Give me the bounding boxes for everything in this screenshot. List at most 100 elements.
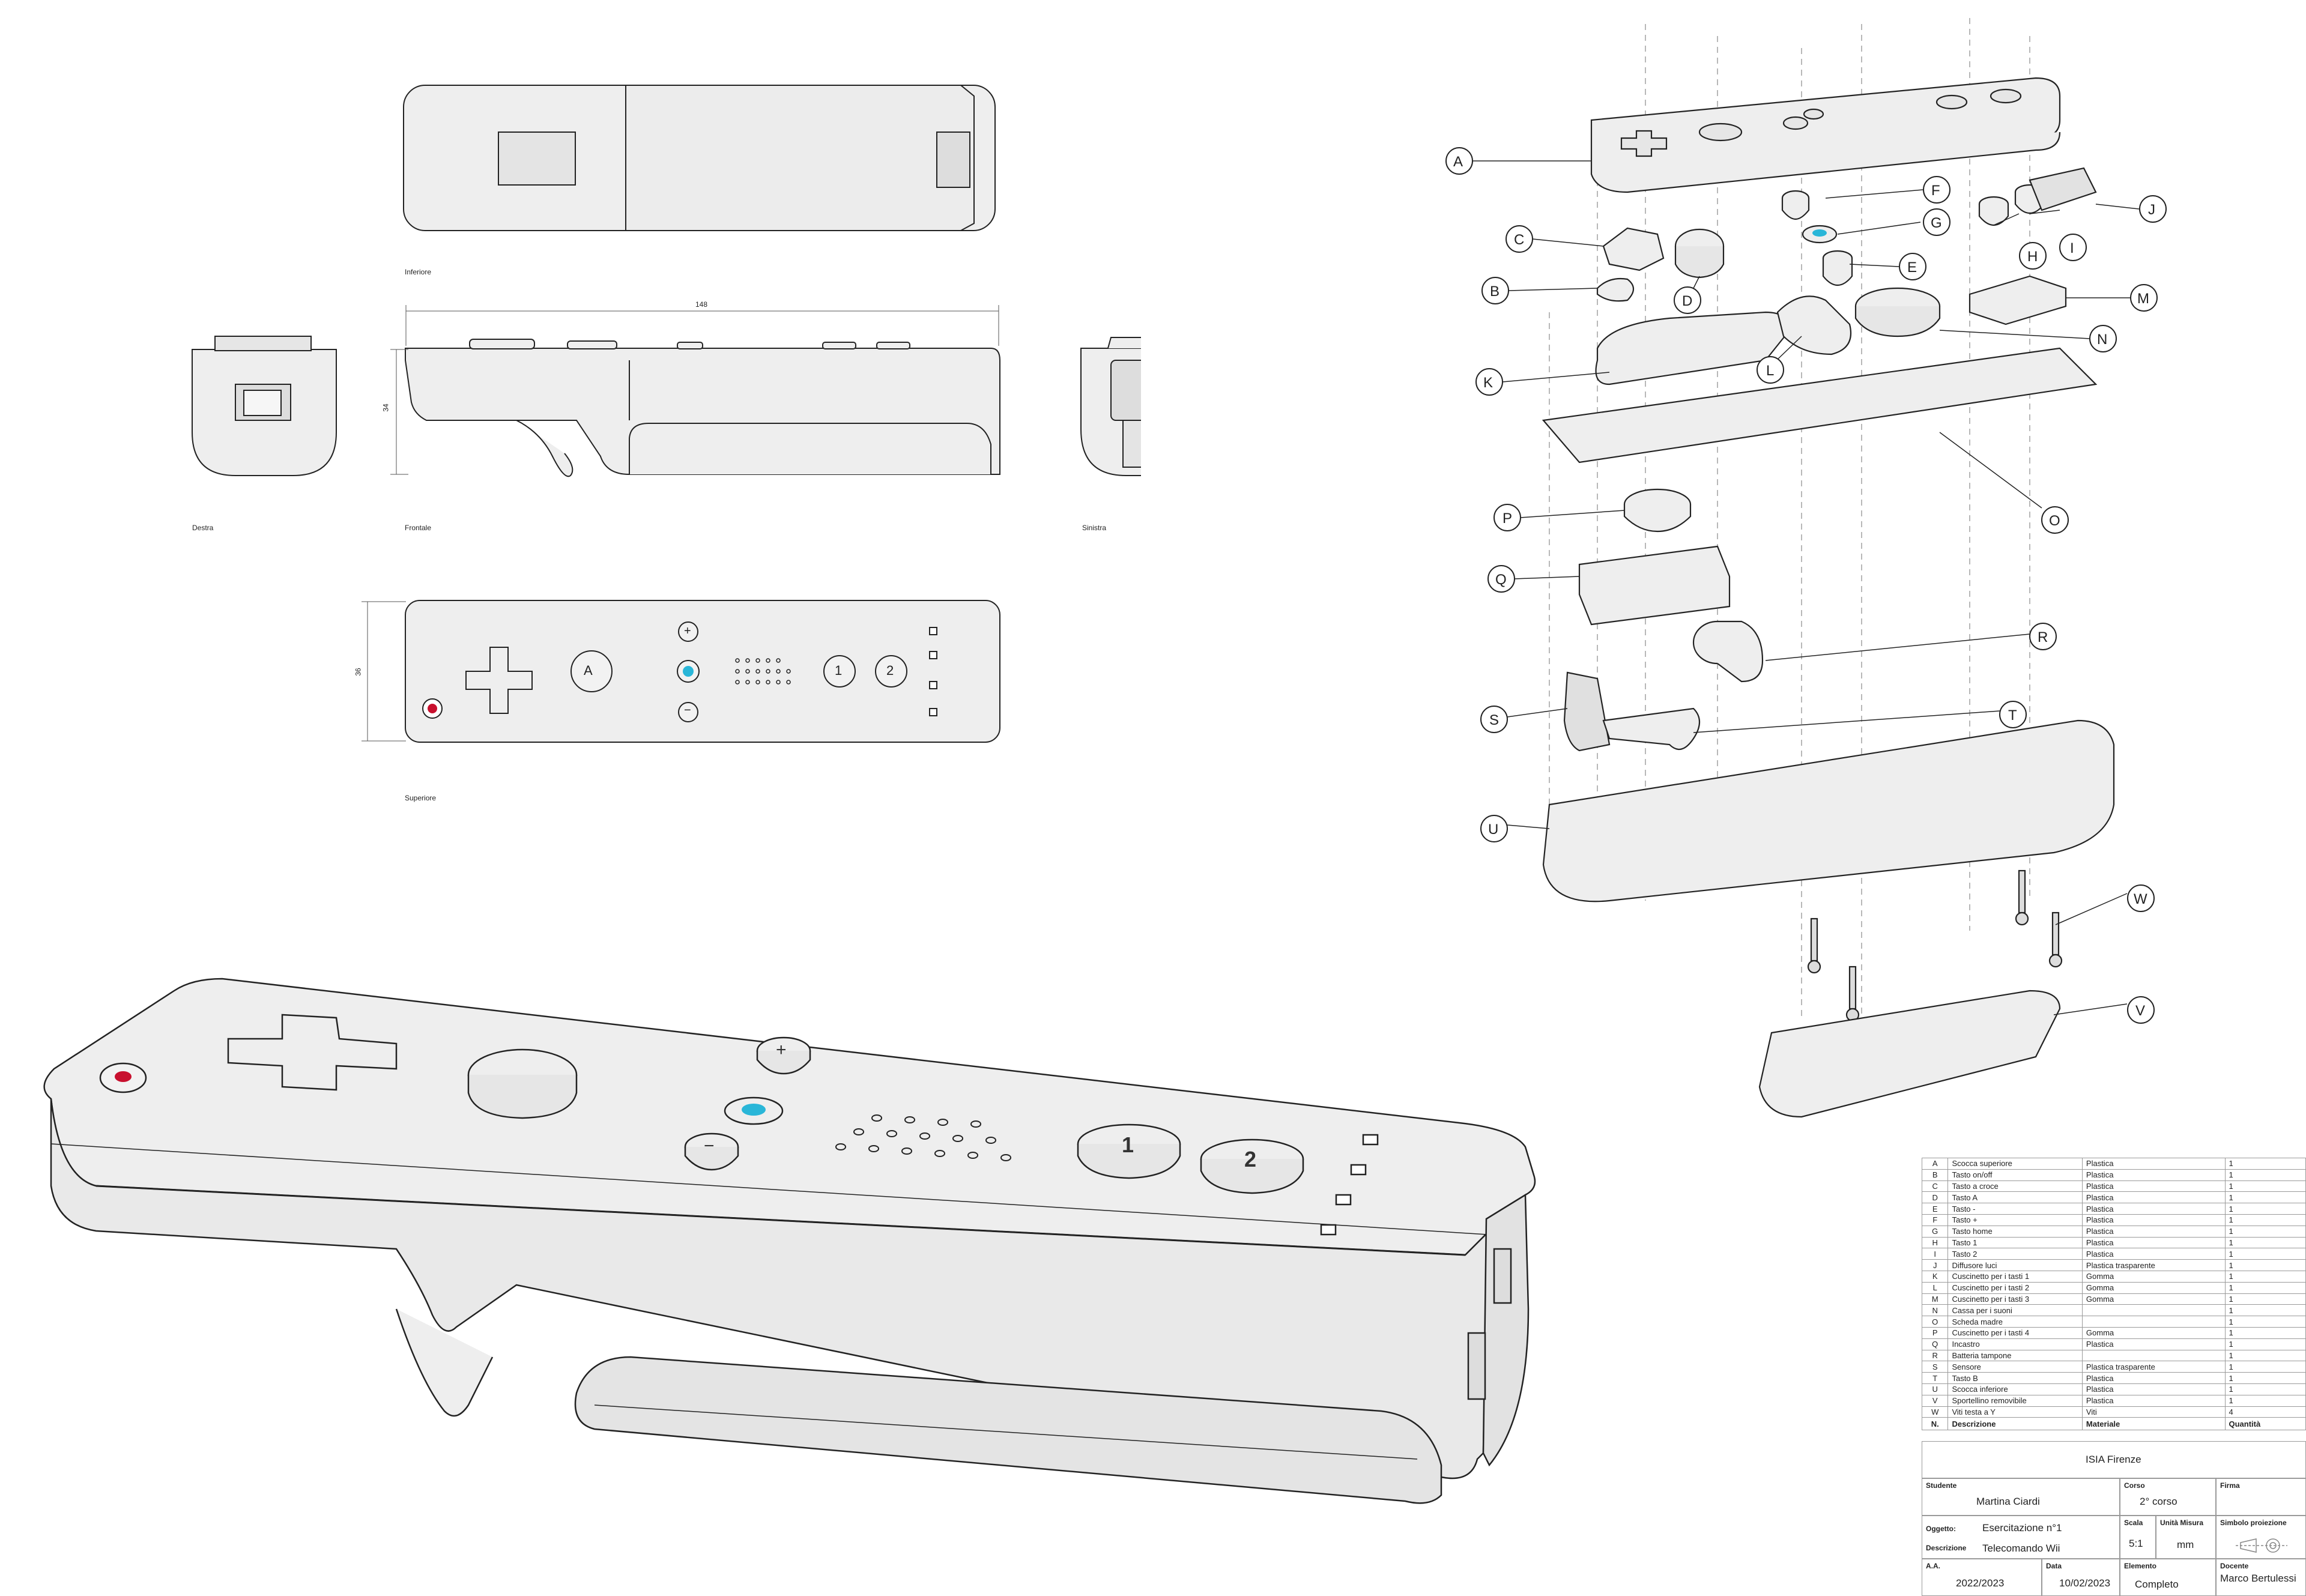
bom-cell-d: Scheda madre <box>1947 1316 2083 1328</box>
bom-cell-m: Plastica <box>2081 1214 2226 1226</box>
school-name: ISIA Firenze <box>2086 1454 2141 1465</box>
bom-cell-q: 1 <box>2224 1383 2306 1395</box>
bom-cell-n: A <box>1921 1158 1949 1170</box>
bom-cell-m: Viti <box>2081 1406 2226 1418</box>
bom-cell-d: Tasto a croce <box>1947 1180 2083 1192</box>
bom-cell-q: 1 <box>2224 1372 2306 1384</box>
orthographic-views <box>192 85 1141 743</box>
part-o-mainboard <box>1542 347 2098 464</box>
bom-cell-m: Gomma <box>2081 1293 2226 1305</box>
year-value: 2022/2023 <box>1956 1577 2005 1589</box>
callout-i: I <box>2070 240 2074 256</box>
student-name: Martina Ciardi <box>1976 1496 2040 1507</box>
bom-cell-n: K <box>1921 1270 1949 1283</box>
bom-cell-q: 1 <box>2224 1180 2306 1192</box>
bom-cell-m: Materiale <box>2081 1417 2226 1431</box>
bom-cell-n: E <box>1921 1203 1949 1215</box>
year-cell: A.A. 2022/2023 <box>1922 1559 2042 1596</box>
width-dimension: 36 <box>354 668 363 676</box>
signature-cell: Firma <box>2216 1478 2306 1516</box>
bottom-view <box>403 85 996 231</box>
bom-cell-n: J <box>1921 1259 1949 1271</box>
bom-cell-q: 1 <box>2224 1304 2306 1317</box>
bom-cell-m: Plastica <box>2081 1248 2226 1260</box>
element-cell: Elemento Completo <box>2120 1559 2216 1596</box>
bom-cell-m <box>2081 1304 2226 1317</box>
bom-cell-d: Scocca superiore <box>1947 1158 2083 1170</box>
callout-c: C <box>1514 232 1525 248</box>
right-view <box>192 336 337 476</box>
element-value: Completo <box>2135 1579 2179 1590</box>
course-value: 2° corso <box>2140 1496 2177 1507</box>
bom-cell-d: Tasto on/off <box>1947 1168 2083 1181</box>
bom-cell-q: 1 <box>2224 1236 2306 1249</box>
bom-cell-q: 1 <box>2224 1203 2306 1215</box>
bom-cell-d: Tasto 2 <box>1947 1248 2083 1260</box>
bom-cell-n: U <box>1921 1383 1949 1395</box>
bom-cell-n: P <box>1921 1326 1949 1339</box>
bom-cell-m: Plastica trasparente <box>2081 1259 2226 1271</box>
bom-cell-m: Plastica <box>2081 1191 2226 1204</box>
callout-t: T <box>2008 707 2017 724</box>
callout-e: E <box>1907 259 1917 276</box>
bom-cell-d: Sensore <box>1947 1361 2083 1373</box>
callout-m: M <box>2137 291 2149 307</box>
callout-h: H <box>2027 249 2038 265</box>
bom-cell-q: 1 <box>2224 1259 2306 1271</box>
height-dimension: 34 <box>381 404 390 412</box>
bom-cell-n: B <box>1921 1168 1949 1181</box>
callout-k: K <box>1483 375 1493 391</box>
bom-cell-d: Cassa per i suoni <box>1947 1304 2083 1317</box>
top-view <box>405 600 1000 743</box>
part-s-t-sensor <box>1563 671 1701 752</box>
perspective-minus-glyph: − <box>704 1136 715 1156</box>
right-view-label: Destra <box>192 524 214 532</box>
bom-cell-n: G <box>1921 1225 1949 1238</box>
callout-s: S <box>1489 712 1500 728</box>
bom-cell-m: Gomma <box>2081 1270 2226 1283</box>
bom-cell-d: Descrizione <box>1947 1417 2083 1431</box>
callout-v: V <box>2135 1003 2146 1019</box>
school-cell: ISIA Firenze <box>1922 1441 2306 1478</box>
bom-cell-n: Q <box>1921 1338 1949 1350</box>
projection-symbol-icon <box>2236 1538 2287 1553</box>
scale-caption: Scala <box>2124 1519 2143 1527</box>
bom-cell-m: Gomma <box>2081 1281 2226 1294</box>
callout-u: U <box>1488 821 1499 838</box>
bom-cell-d: Tasto home <box>1947 1225 2083 1238</box>
projection-caption: Simbolo proiezione <box>2220 1519 2287 1527</box>
callout-w: W <box>2134 891 2147 907</box>
bom-cell-q: 1 <box>2224 1281 2306 1294</box>
description-caption: Descrizione <box>1926 1544 1967 1552</box>
scale-value: 5:1 <box>2129 1538 2143 1549</box>
bom-cell-d: Scocca inferiore <box>1947 1383 2083 1395</box>
bom-cell-n: V <box>1921 1394 1949 1407</box>
callout-g: G <box>1931 215 1942 231</box>
top-view-plus-glyph: + <box>684 624 691 638</box>
bom-cell-m: Plastica <box>2081 1394 2226 1407</box>
bom-cell-d: Tasto A <box>1947 1191 2083 1204</box>
bom-cell-n: D <box>1921 1191 1949 1204</box>
callout-o: O <box>2049 513 2060 529</box>
bom-cell-q: 1 <box>2224 1394 2306 1407</box>
bom-cell-n: T <box>1921 1372 1949 1384</box>
bom-cell-q: 1 <box>2224 1168 2306 1181</box>
course-caption: Corso <box>2124 1481 2145 1490</box>
part-u-bottom-shell <box>1542 719 2115 902</box>
perspective-view <box>43 978 1536 1504</box>
callout-d: D <box>1682 293 1693 309</box>
top-view-a-glyph: A <box>584 663 593 678</box>
